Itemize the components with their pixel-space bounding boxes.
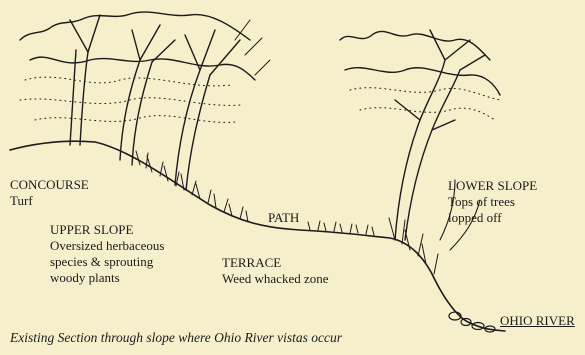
label-concourse: CONCOURSE Turf	[10, 177, 89, 209]
label-upper-slope: UPPER SLOPE Oversized herbaceous species…	[50, 222, 164, 286]
upper-slope-desc-line-3: woody plants	[50, 270, 164, 286]
terrace-title: TERRACE	[222, 255, 329, 271]
lower-foliage	[350, 88, 500, 120]
path-title: PATH	[268, 210, 299, 226]
upper-slope-title: UPPER SLOPE	[50, 222, 164, 238]
label-ohio-river: OHIO RIVER	[500, 313, 575, 329]
label-lower-slope: LOWER SLOPE Tops of trees lopped off	[448, 178, 537, 226]
diagram-caption: Existing Section through slope where Ohi…	[10, 330, 342, 346]
lower-slope-title: LOWER SLOPE	[448, 178, 537, 194]
concourse-title: CONCOURSE	[10, 177, 89, 193]
terrace-desc: Weed whacked zone	[222, 271, 329, 287]
label-terrace: TERRACE Weed whacked zone	[222, 255, 329, 287]
lower-slope-desc-line-2: lopped off	[448, 210, 537, 226]
upper-slope-desc-line-1: Oversized herbaceous	[50, 238, 164, 254]
label-path: PATH	[268, 210, 299, 226]
upper-slope-desc-line-2: species & sprouting	[50, 254, 164, 270]
concourse-desc: Turf	[10, 193, 89, 209]
lower-slope-desc-line-1: Tops of trees	[448, 194, 537, 210]
